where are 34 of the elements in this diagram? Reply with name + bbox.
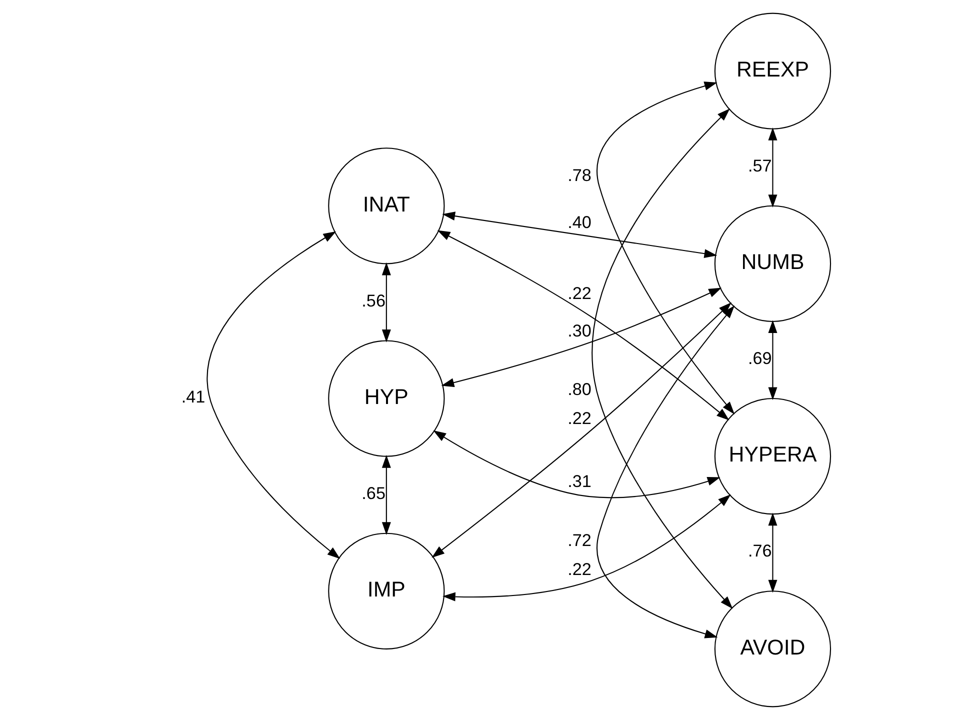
edge-label: .31 — [568, 472, 592, 491]
node-circle: HYPERA — [714, 397, 832, 514]
arrow — [441, 287, 722, 386]
node-circle: REEXP — [714, 12, 832, 129]
edge-label: .80 — [568, 380, 592, 399]
edge-label: .78 — [568, 166, 592, 185]
edge-label: .76 — [748, 541, 772, 560]
node-circle: HYP — [328, 340, 445, 456]
edge-label: .30 — [568, 320, 592, 340]
arrow — [442, 211, 718, 258]
edge-label: .69 — [748, 348, 772, 368]
arrow — [768, 320, 778, 400]
arrow — [382, 454, 391, 534]
arrow — [596, 304, 735, 638]
edge-label: .56 — [362, 290, 386, 310]
edge-label: .41 — [181, 387, 206, 406]
edge-label: .57 — [748, 156, 772, 175]
node-circle: NUMB — [714, 204, 832, 322]
arrow — [768, 512, 778, 592]
arrow — [433, 430, 720, 498]
edge-label: .40 — [568, 212, 592, 232]
arrow — [596, 81, 735, 414]
edge-label: .22 — [568, 559, 592, 578]
node-circle: INAT — [328, 147, 445, 264]
arrow — [768, 127, 778, 207]
edge-label: .72 — [568, 530, 592, 550]
arrow — [382, 262, 391, 342]
edge-label: .65 — [362, 483, 386, 502]
arrow — [206, 230, 340, 558]
arrow — [442, 494, 731, 601]
arrow — [437, 230, 730, 420]
edge-label: .22 — [568, 283, 592, 302]
edge-label: .22 — [568, 408, 592, 428]
node-circle: AVOID — [714, 590, 832, 707]
